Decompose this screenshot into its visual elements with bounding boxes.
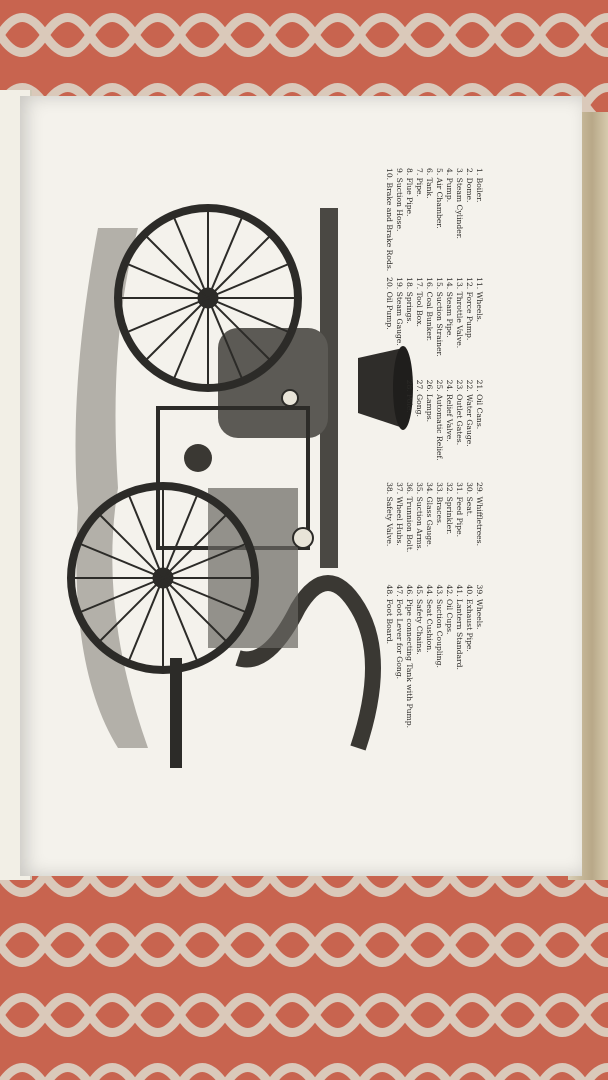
legend-item: 30. Seat.	[465, 482, 474, 517]
legend-item: 40. Exhaust Pipe.	[465, 584, 474, 652]
legend-item: 14. Steam Pipe.	[445, 277, 454, 338]
legend-column-4: 29. Whiffletrees. 30. Seat. 31. Feed Pip…	[384, 482, 484, 578]
legend-item: 9. Suction Hose.	[395, 168, 404, 232]
legend-item: 48. Foot Board.	[385, 584, 394, 645]
legend-item: 8. Flue Pipe.	[405, 168, 414, 217]
legend-item: 24. Relief Valve.	[445, 379, 454, 442]
legend-item: 32. Sprinkler.	[445, 482, 454, 535]
legend-item: 45. Safety Chains.	[415, 584, 424, 655]
legend-item: 11. Wheels.	[475, 277, 484, 323]
legend-item: 37. Wheel Hubs.	[395, 482, 404, 546]
legend-item: 29. Whiffletrees.	[475, 482, 484, 546]
legend-item: 6. Tank.	[425, 168, 434, 199]
legend-column-5: 39. Wheels. 40. Exhaust Pipe. 41. Lanter…	[384, 585, 484, 728]
legend-item: 1. Boiler.	[475, 168, 484, 203]
legend-item: 3. Steam Cylinder.	[455, 168, 464, 239]
legend-item: 21. Oil Cans.	[475, 379, 484, 430]
legend-item: 46. Pipe connecting Tank with Pump.	[405, 584, 414, 729]
legend-column-1: 1. Boiler. 2. Dome. 3. Steam Cylinder. 4…	[384, 168, 484, 271]
legend-item: 31. Feed Pipe.	[455, 482, 464, 537]
legend-item: 7. Pipe.	[415, 168, 424, 197]
legend-item: 2. Dome.	[465, 168, 474, 203]
legend-item: 19. Steam Gauge.	[395, 277, 404, 346]
legend-item: 17. Tool Box.	[415, 277, 424, 327]
legend-item: 44. Seat Cushion.	[425, 584, 434, 653]
legend-item: 10. Brake and Brake Rods.	[385, 168, 394, 272]
legend-item: 22. Water Gauge.	[465, 379, 474, 447]
legend-item: 16. Coal Bunker.	[425, 277, 434, 342]
legend-item: 26. Lamps.	[425, 379, 434, 423]
legend-column-2: 11. Wheels. 12. Force Pump. 13. Throttle…	[384, 277, 484, 373]
legend-item: 35. Suction Arms.	[415, 482, 424, 551]
legend-column-3: 21. Oil Cans. 22. Water Gauge. 23. Outle…	[384, 380, 484, 476]
parts-legend: 1. Boiler. 2. Dome. 3. Steam Cylinder. 4…	[384, 168, 484, 728]
fire-engine-illustration	[67, 204, 413, 768]
legend-item: 4. Pump.	[445, 168, 454, 203]
legend-item: 39. Wheels.	[475, 584, 484, 630]
legend-item: 12. Force Pump.	[465, 277, 474, 341]
legend-item: 25. Automatic Relief.	[435, 379, 444, 461]
legend-item: 18. Springs.	[405, 277, 414, 324]
legend-item: 33. Braces.	[435, 482, 444, 526]
legend-item: 5. Air Chamber.	[435, 168, 444, 229]
legend-item: 28. Pole.	[405, 379, 414, 413]
legend-item: 15. Suction Strainer.	[435, 277, 444, 357]
legend-item: 41. Lantern Standard.	[455, 584, 464, 670]
legend-item: 20. Oil Pump.	[385, 277, 394, 330]
legend-item: 36. Trunnion Bolt.	[405, 482, 414, 553]
legend-item: 47. Foot Lever for Gong.	[395, 584, 404, 680]
legend-item: 23. Outlet Gates.	[455, 379, 464, 446]
legend-item: 27. Gong.	[415, 379, 424, 417]
legend-item: 38. Safety Valve.	[385, 482, 394, 547]
legend-item: 13. Throttle Valve.	[455, 277, 464, 349]
legend-item: 34. Glass Gauge.	[425, 482, 434, 548]
legend-item: 42. Oil Cups.	[445, 584, 454, 635]
legend-item: 43. Suction Coupling.	[435, 584, 444, 668]
